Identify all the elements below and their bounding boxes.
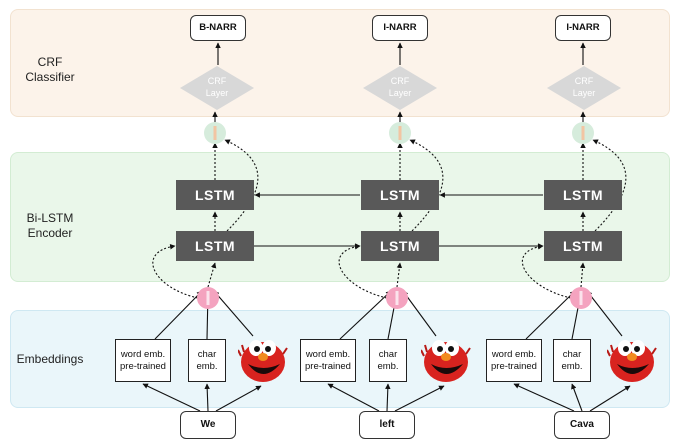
lstm-backward-cell: LSTM (176, 180, 254, 210)
elmo-face-graphic (606, 340, 657, 382)
elmo-icon (237, 334, 288, 384)
crf-layer-node: CRF Layer (362, 65, 438, 111)
elmo-face-graphic (420, 340, 471, 382)
char-embedding-box: char emb. (369, 339, 407, 382)
elmo-face-graphic (237, 340, 288, 382)
lstm-forward-cell: LSTM (176, 231, 254, 261)
elmo-icon (606, 334, 657, 384)
word-embedding-box: word emb. pre-trained (486, 339, 542, 382)
lstm-backward-cell: LSTM (544, 180, 622, 210)
bilstm-encoder-panel (10, 152, 670, 282)
char-embedding-box: char emb. (188, 339, 226, 382)
crf-layer-node: CRF Layer (179, 65, 255, 111)
crf-diamond-shape (180, 66, 254, 110)
elmo-icon (420, 334, 471, 384)
lstm-forward-cell: LSTM (361, 231, 439, 261)
crf-layer-label: CRF Layer (572, 76, 596, 98)
lstm-backward-cell: LSTM (361, 180, 439, 210)
crf-layer-node: CRF Layer (546, 65, 622, 111)
output-concat-node (389, 122, 411, 144)
embedding-concat-node (197, 287, 219, 309)
input-word-box: Cava (554, 411, 610, 439)
crf-layer-label: CRF Layer (388, 76, 412, 98)
input-word-box: left (359, 411, 415, 439)
output-concat-node (204, 122, 226, 144)
word-embedding-box: word emb. pre-trained (115, 339, 171, 382)
embedding-concat-node (570, 287, 592, 309)
crf-classifier-label: CRF Classifier (25, 55, 75, 84)
output-concat-node (572, 122, 594, 144)
crf-layer-label: CRF Layer (205, 76, 229, 98)
embeddings-label: Embeddings (16, 352, 84, 366)
crf-diamond-shape (547, 66, 621, 110)
tag-output-box: B-NARR (190, 15, 246, 41)
crf-diamond-shape (363, 66, 437, 110)
word-embedding-box: word emb. pre-trained (300, 339, 356, 382)
input-word-box: We (180, 411, 236, 439)
tag-output-box: I-NARR (555, 15, 611, 41)
bilstm-encoder-label: Bi-LSTM Encoder (26, 211, 74, 240)
embedding-concat-node (386, 287, 408, 309)
char-embedding-box: char emb. (553, 339, 591, 382)
lstm-forward-cell: LSTM (544, 231, 622, 261)
tag-output-box: I-NARR (372, 15, 428, 41)
